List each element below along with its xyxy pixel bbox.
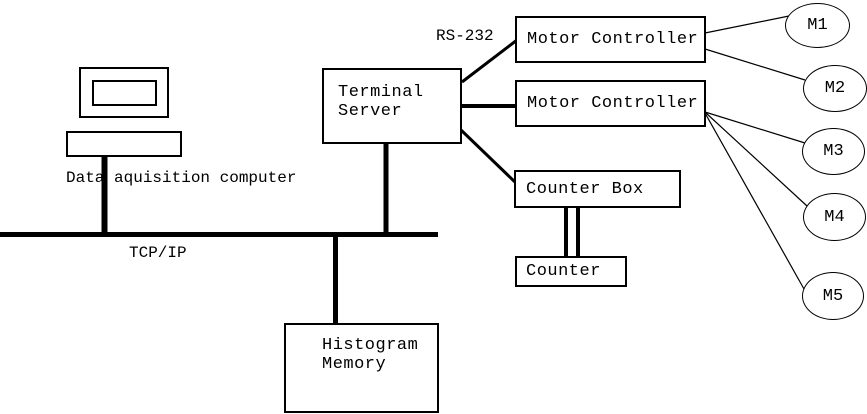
mc-bottom-to-m4-line	[705, 112, 808, 207]
computer-caption: Data aquisition computer	[66, 169, 297, 187]
mc-top-to-m1-line	[704, 15, 790, 34]
histogram-memory-label-line1: Histogram	[322, 336, 419, 355]
motor-m1-label: M1	[807, 16, 828, 35]
motor-controller-top-node: Motor Controller	[515, 16, 706, 63]
motor-m4-node: M4	[803, 193, 866, 241]
motor-m2-label: M2	[824, 79, 846, 98]
histogram-memory-node: Histogram Memory	[284, 323, 439, 413]
motor-m4-label: M4	[824, 207, 845, 227]
counter-box-label: Counter Box	[526, 179, 644, 199]
histogram-memory-label-line2: Memory	[322, 355, 387, 374]
counter-box-node: Counter Box	[514, 170, 681, 208]
keyboard-icon	[66, 131, 182, 157]
mc-bottom-to-m3-line	[704, 111, 806, 144]
terminal-server-label-line2: Server	[338, 102, 403, 121]
mc-top-to-m2-line	[704, 48, 806, 81]
motor-controller-bottom-node: Motor Controller	[515, 80, 706, 127]
motor-controller-bottom-label: Motor Controller	[527, 94, 699, 113]
terminal-server-label-line1: Terminal	[338, 83, 424, 102]
motor-m3-label: M3	[823, 142, 844, 161]
ts-to-mc-top-line	[461, 38, 518, 84]
monitor-screen-icon	[92, 80, 157, 106]
terminal-server-node: Terminal Server	[322, 68, 462, 144]
rs232-label: RS-232	[436, 27, 494, 45]
motor-m5-node: M5	[802, 272, 864, 320]
ts-to-counter-box-line	[459, 128, 518, 185]
motor-m2-node: M2	[803, 65, 867, 112]
mc-bottom-to-m5-line	[704, 112, 805, 290]
motor-m5-label: M5	[822, 286, 844, 306]
motor-controller-top-label: Motor Controller	[527, 30, 699, 49]
counter-label: Counter	[526, 262, 601, 281]
motor-m1-node: M1	[785, 3, 850, 48]
tcpip-bus-label: TCP/IP	[129, 244, 187, 262]
counter-node: Counter	[515, 256, 627, 287]
motor-m3-node: M3	[802, 128, 865, 175]
